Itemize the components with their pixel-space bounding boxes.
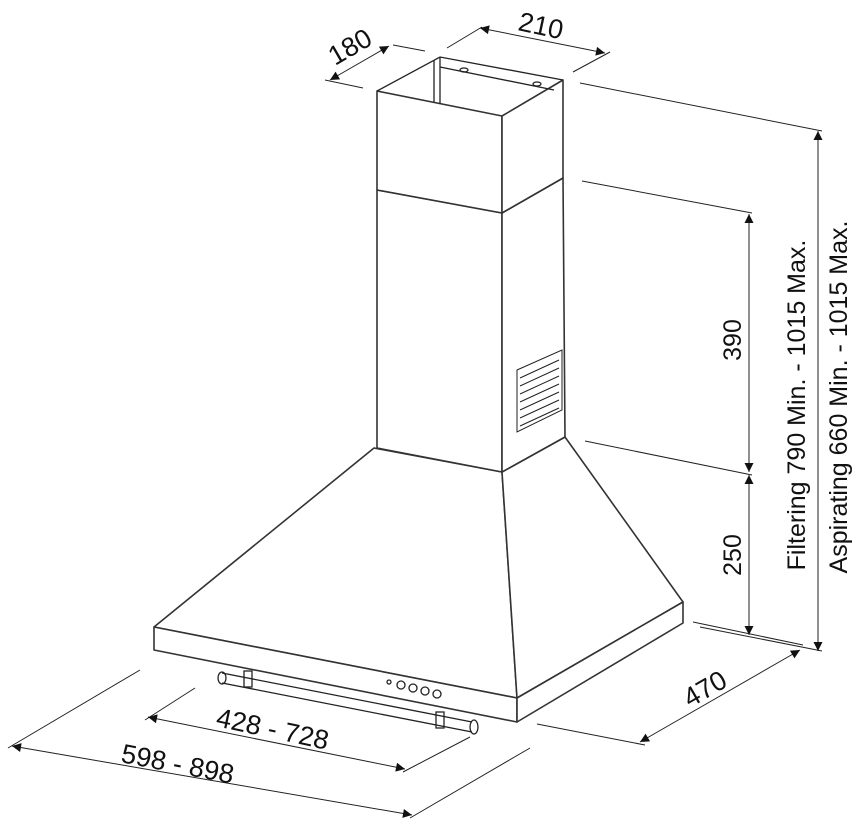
dimension-label-210: 210 xyxy=(516,7,566,46)
dimension-label-250: 250 xyxy=(719,534,747,576)
indicator-light xyxy=(386,679,392,685)
dimension-390-250: 390 250 xyxy=(579,82,823,652)
chimney-lower xyxy=(376,177,566,473)
dimension-label-inner-width: 428 - 728 xyxy=(214,703,332,756)
dimension-210: 210 xyxy=(446,7,611,73)
towel-rail xyxy=(217,670,479,735)
chimney-upper xyxy=(376,56,564,214)
dimension-label-390: 390 xyxy=(719,319,747,361)
dimension-total-height: Filtering 790 Min. - 1015 Max. Aspiratin… xyxy=(783,131,853,651)
aspirating-height-label: Aspirating 660 Min. - 1015 Max. xyxy=(825,221,853,574)
vent-grille xyxy=(516,349,563,433)
hood-canopy xyxy=(153,436,684,723)
filtering-height-label: Filtering 790 Min. - 1015 Max. xyxy=(783,240,811,571)
dimension-label-470: 470 xyxy=(678,665,732,714)
control-button xyxy=(408,683,418,693)
dimension-label-outer-width: 598 - 898 xyxy=(119,738,237,789)
dimension-180: 180 xyxy=(323,23,426,89)
control-button xyxy=(396,680,406,690)
control-button xyxy=(420,686,430,696)
mounting-slot xyxy=(532,81,542,87)
control-button xyxy=(432,689,442,699)
mounting-slot xyxy=(459,67,469,73)
dimension-label-180: 180 xyxy=(323,23,377,72)
control-buttons xyxy=(386,679,442,699)
